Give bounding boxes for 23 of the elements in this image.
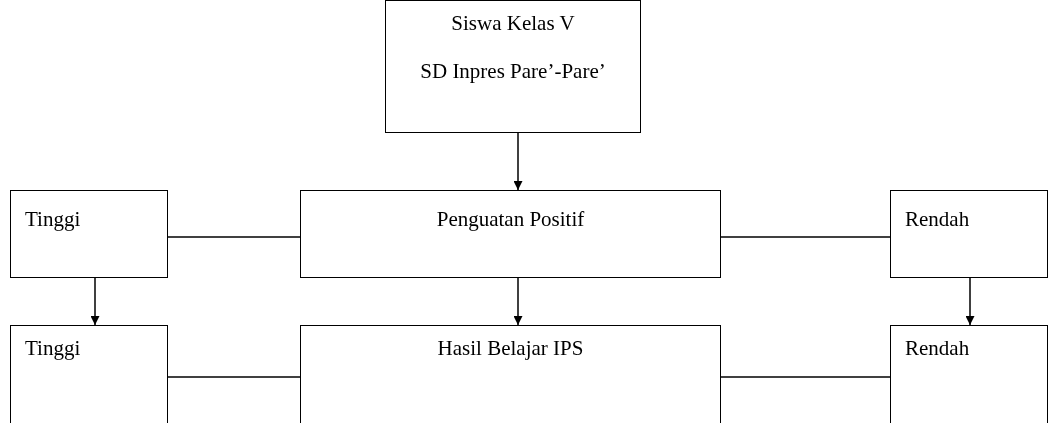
text-box [890,190,1048,278]
text-box [10,325,168,423]
box-label: Siswa Kelas V [450,11,576,36]
box-label: Rendah [905,336,970,361]
box-label: Rendah [905,207,970,232]
box-label: Tinggi [25,207,81,232]
connector-line [167,236,301,238]
box-label: Tinggi [25,336,81,361]
text-box [300,325,721,423]
arrow [965,277,975,326]
arrow [513,132,523,191]
text-box [890,325,1048,423]
connector-line [720,376,891,378]
box-label: Penguatan Positif [435,207,586,232]
text-box [385,0,641,133]
connector-line [720,236,891,238]
connector-line [167,376,301,378]
box-label: Hasil Belajar IPS [436,336,585,361]
box-label: SD Inpres Pare’-Pare’ [419,59,607,84]
text-box [10,190,168,278]
text-box [300,190,721,278]
arrow [513,277,523,326]
arrow [90,277,100,326]
